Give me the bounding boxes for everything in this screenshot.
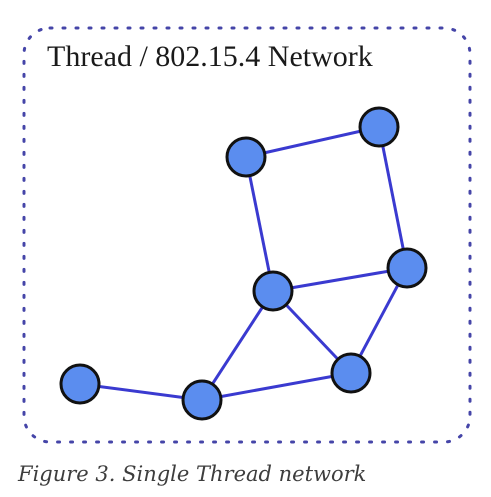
network-link [79,382,203,402]
figure-caption: Figure 3. Single Thread network [18,462,367,486]
network-title: Thread / 802.15.4 Network [47,40,373,73]
network-node [225,136,267,178]
network-node [181,379,223,421]
nodes [59,106,428,421]
network-boundary [22,26,472,444]
network-link [377,126,409,269]
network-link [201,371,352,402]
network-diagram: Thread / 802.15.4 Network [22,26,472,444]
network-node [59,363,101,405]
network-link [200,290,275,401]
network-node [330,352,372,394]
network-node [358,106,400,148]
network-link [244,156,275,292]
network-link [245,125,380,159]
network-link [272,266,408,293]
network-node [252,270,294,312]
network-node [386,247,428,289]
